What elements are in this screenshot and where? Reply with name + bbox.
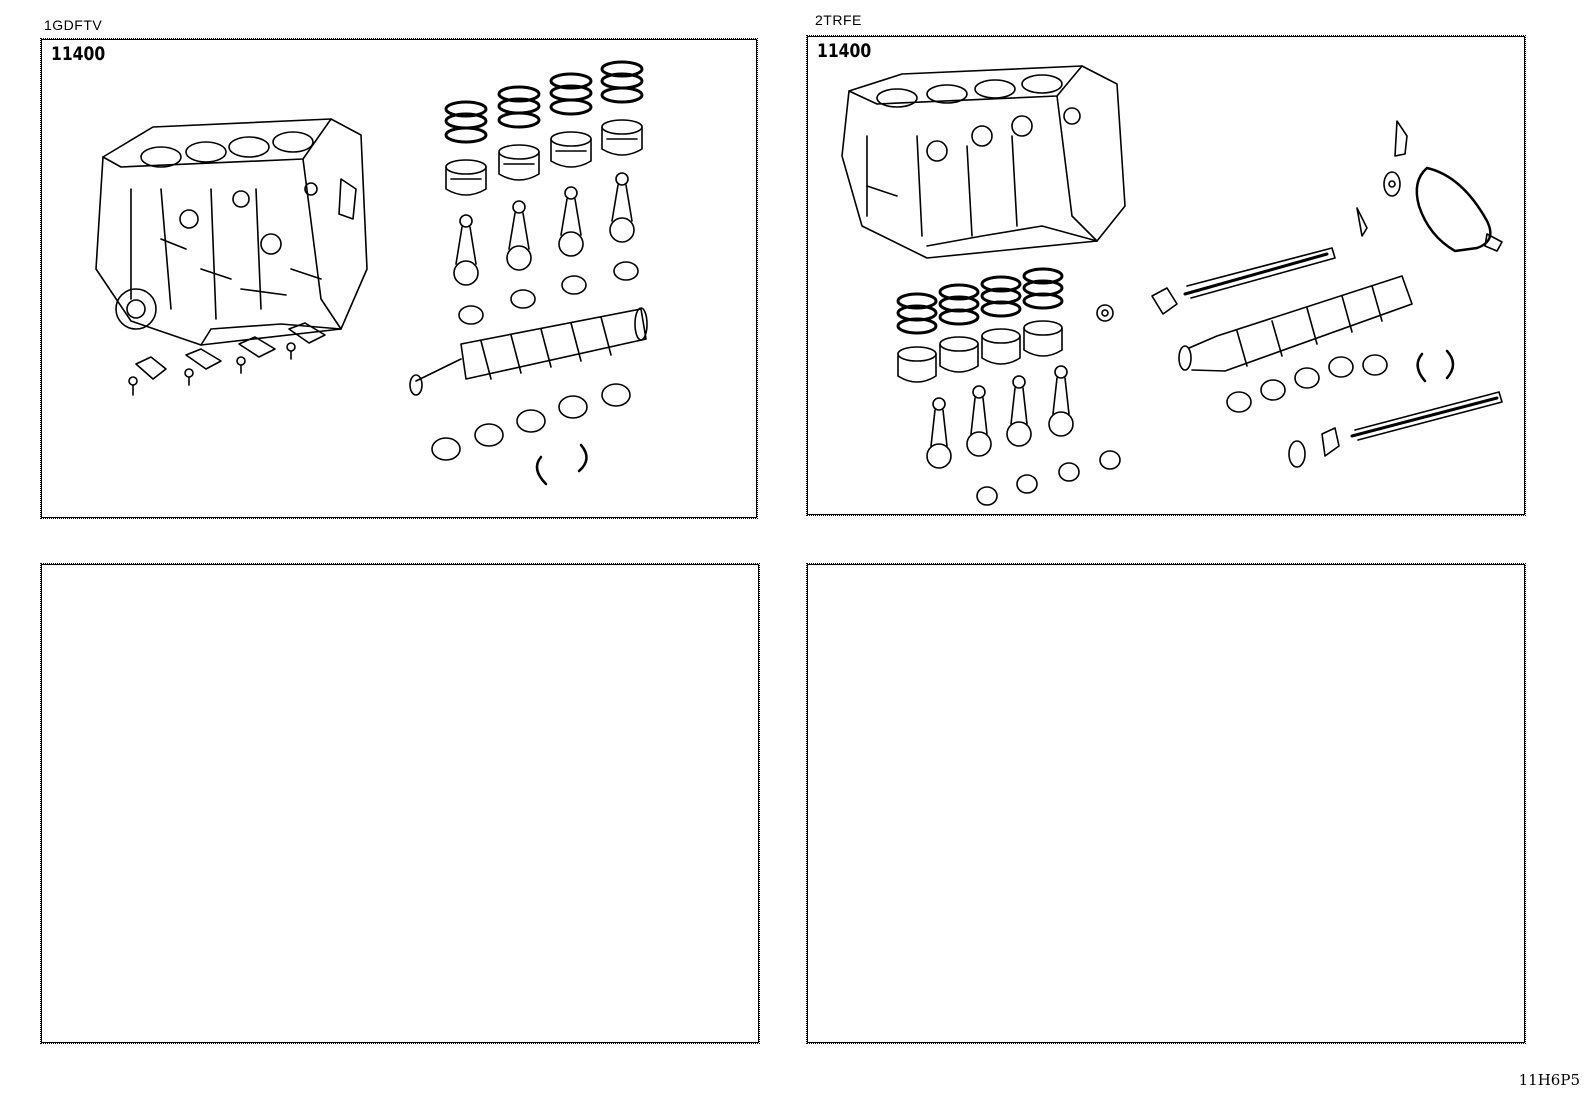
pistons-illustration [445,119,643,196]
crankshaft-illustration [1178,275,1413,372]
engine-label-2trfe: 2TRFE [815,12,862,28]
part-code: 11400 [817,40,872,62]
illustration-panel-empty-2 [806,563,1526,1044]
timing-chain-components-illustration [1356,120,1503,253]
main-bearings-illustration [1226,349,1455,413]
cylinder-block-illustration [841,65,1126,259]
cylinder-block-illustration [95,118,368,346]
pistons-illustration [897,320,1063,383]
rod-bearings-illustration [976,450,1121,506]
connecting-rods-illustration [926,365,1074,469]
illustration-panel-empty-1 [40,563,760,1044]
main-bearings-illustration [431,383,631,486]
camshafts-illustration [1096,247,1503,468]
bearing-cap-bolts-illustration [128,322,326,396]
part-code: 11400 [51,43,106,65]
engine-block-exploded-diagram [95,60,648,486]
piston-rings-illustration [444,60,644,144]
illustration-panel-2trfe[interactable]: 11400 [806,35,1526,516]
illustration-panel-1gdftv[interactable]: 11400 [40,38,758,519]
connecting-rods-illustration [453,172,635,286]
engine-label-1gdftv: 1GDFTV [44,17,103,33]
engine-block-exploded-diagram [841,65,1503,506]
piston-rings-illustration [896,267,1064,335]
rod-bearings-illustration [458,261,639,325]
crankshaft-illustration [409,307,648,396]
page-code: 11H6P5 [1518,1071,1580,1089]
